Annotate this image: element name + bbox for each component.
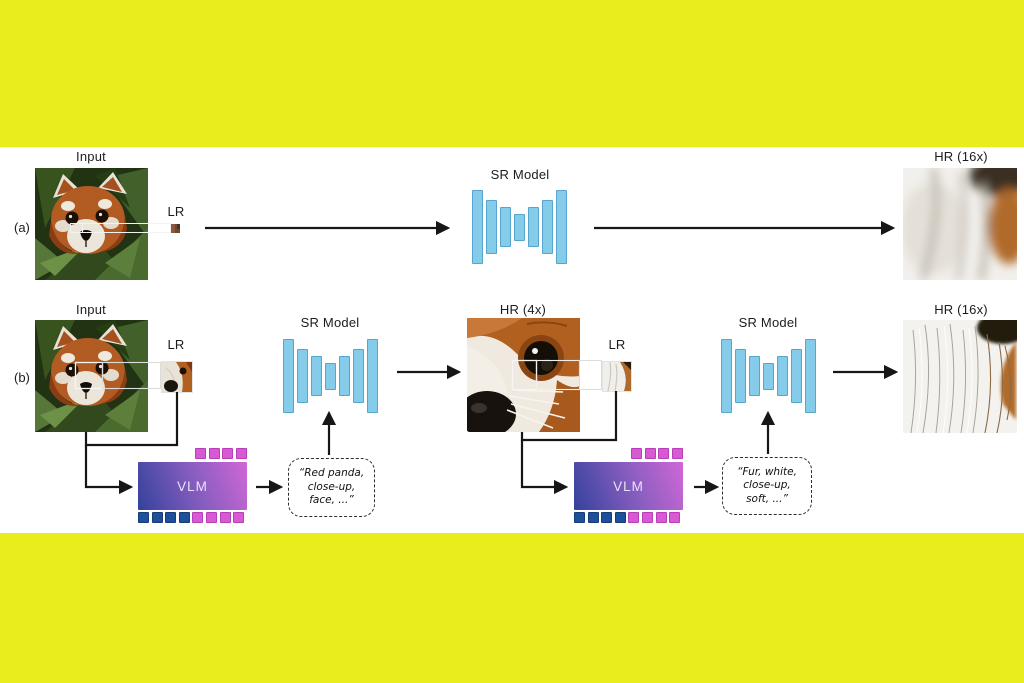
row-a-hr-label: HR (16x) (934, 149, 988, 164)
sr-bar (805, 339, 816, 413)
vlm1-caption-bubble: “Red panda, close-up, face, ...” (288, 458, 375, 517)
row-b-sr-model-label-2: SR Model (738, 315, 798, 330)
row-a-tag: (a) (14, 220, 30, 235)
row-b-hr16-image (903, 320, 1017, 433)
row-b-lr-label-2: LR (608, 337, 626, 352)
vision-token (165, 512, 177, 523)
row-b-hr4-crop-bridge-outer (578, 359, 603, 391)
row-a-input-image (35, 168, 148, 280)
arrow-b-to-vlm1 (84, 445, 134, 495)
vlm-box-2: VLM (574, 462, 683, 510)
vision-token (138, 512, 149, 523)
row-b-sr-model-icon-1 (283, 339, 378, 413)
sr-bar (514, 213, 525, 241)
row-b-lr-patch-1 (161, 361, 193, 393)
vision-token (151, 512, 163, 523)
sr-bar (556, 190, 567, 264)
text-token (669, 512, 681, 523)
sr-bar (311, 356, 322, 396)
bottom-yellow-band (0, 533, 1024, 683)
text-token (628, 512, 640, 523)
sr-bar (283, 339, 294, 413)
top-yellow-band (0, 0, 1024, 147)
text-token (658, 448, 670, 459)
vlm1-top-token-row (138, 448, 247, 459)
vision-token (587, 512, 599, 523)
row-b-lr-label-1: LR (167, 337, 185, 352)
sr-bar (735, 349, 746, 403)
vlm2-caption-bubble: “Fur, white, close-up, soft, ...” (722, 457, 812, 515)
row-b-sr-model-label-1: SR Model (300, 315, 360, 330)
text-token (205, 512, 217, 523)
row-b-hr16-label: HR (16x) (934, 302, 988, 317)
row-b-input-image (35, 320, 148, 432)
sr-bar (721, 339, 732, 413)
row-b-input-label: Input (76, 302, 106, 317)
arrow-b-to-vlm2 (520, 440, 569, 495)
text-token (641, 512, 653, 523)
sharp-fur-photo (903, 320, 1017, 433)
vision-token (574, 512, 585, 523)
row-b-lr-patch-2 (602, 361, 632, 392)
vlm2-bottom-token-row (574, 512, 683, 523)
row-a-lr-label: LR (167, 204, 185, 219)
text-token (192, 512, 204, 523)
vlm-box-1: VLM (138, 462, 247, 510)
sr-bar (500, 207, 511, 247)
sr-bar (486, 200, 497, 254)
text-token (236, 448, 247, 459)
sr-bar (472, 190, 483, 264)
tiny-lr-patch-art (171, 224, 180, 233)
vision-token (614, 512, 626, 523)
sr-bar (353, 349, 364, 403)
row-b-hr4-image (467, 318, 580, 432)
text-token (655, 512, 667, 523)
row-a-sr-model-label: SR Model (490, 167, 550, 182)
text-token (233, 512, 245, 523)
row-b-sr-model-icon-2 (721, 339, 816, 413)
sr-bar (763, 362, 774, 390)
sr-bar (791, 349, 802, 403)
sr-bar (297, 349, 308, 403)
row-b-tag: (b) (14, 370, 30, 385)
text-token (219, 512, 231, 523)
row-b-hr4-label: HR (4x) (499, 302, 547, 317)
vlm2-top-token-row (574, 448, 683, 459)
row-a-hr-image (903, 168, 1017, 280)
fur-crop-art (603, 362, 631, 391)
row-a-sr-model-icon (472, 190, 567, 264)
sr-bar (749, 356, 760, 396)
text-token (208, 448, 220, 459)
sr-bar (528, 207, 539, 247)
sr-bar (367, 339, 378, 413)
sr-bar (325, 362, 336, 390)
red-panda-photo (35, 320, 148, 432)
vision-token (178, 512, 190, 523)
row-a-input-label: Input (76, 149, 106, 164)
vlm1-bottom-token-row (138, 512, 247, 523)
text-token (672, 448, 683, 459)
text-token (644, 448, 656, 459)
panda-closeup-photo (467, 318, 580, 432)
red-panda-photo (35, 168, 148, 280)
sr-bar (542, 200, 553, 254)
vision-token (601, 512, 613, 523)
panda-face-crop-art (162, 362, 192, 392)
row-a-lr-patch (171, 224, 180, 233)
blurry-fur-photo (903, 168, 1017, 280)
sr-bar (339, 356, 350, 396)
text-token (222, 448, 234, 459)
text-token (195, 448, 207, 459)
sr-bar (777, 356, 788, 396)
text-token (631, 448, 643, 459)
